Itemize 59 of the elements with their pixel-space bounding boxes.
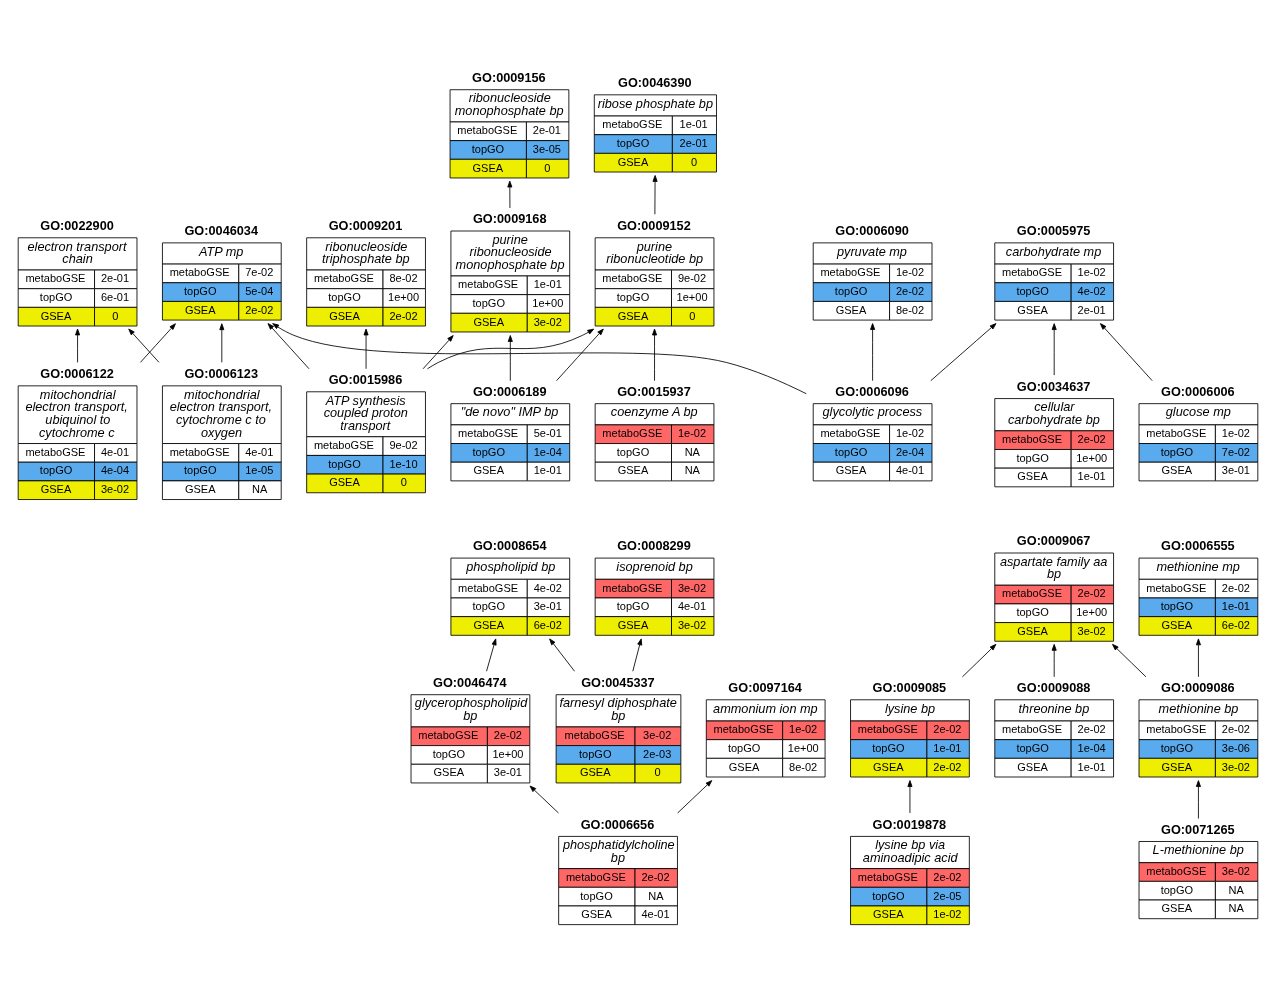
arrow bbox=[652, 328, 658, 381]
arrow bbox=[507, 180, 513, 208]
arrow bbox=[427, 328, 595, 369]
arrow bbox=[677, 779, 713, 813]
arrow bbox=[556, 328, 604, 381]
arrow bbox=[652, 174, 658, 215]
arrow bbox=[422, 334, 454, 369]
arrow bbox=[962, 643, 997, 677]
node-label: GO:0019878 bbox=[872, 816, 947, 832]
arrow bbox=[529, 785, 559, 813]
node-label: GO:0006006 bbox=[1161, 383, 1235, 399]
node-label: GO:0006090 bbox=[835, 222, 909, 238]
arrow bbox=[1195, 779, 1201, 819]
arrow bbox=[363, 328, 369, 369]
node-label: GO:0009085 bbox=[872, 679, 947, 695]
arrow bbox=[1099, 322, 1153, 381]
arrow bbox=[1051, 322, 1057, 376]
arrow bbox=[870, 322, 876, 381]
node-label: GO:0046474 bbox=[433, 674, 507, 690]
node-label: GO:0046390 bbox=[618, 74, 692, 90]
arrow bbox=[549, 637, 575, 672]
arrow bbox=[486, 637, 497, 672]
arrow bbox=[507, 334, 513, 381]
node-label: GO:0009201 bbox=[328, 217, 403, 233]
node-label: GO:0045337 bbox=[581, 674, 655, 690]
node-label: GO:0008299 bbox=[617, 537, 691, 553]
node-label: GO:0006656 bbox=[580, 816, 655, 832]
arrow bbox=[128, 328, 160, 363]
node-label: GO:0005975 bbox=[1016, 222, 1091, 238]
arrow bbox=[632, 637, 643, 672]
node-label: GO:0009152 bbox=[617, 217, 691, 233]
arrow bbox=[267, 322, 310, 369]
node-label: GO:0009168 bbox=[472, 210, 547, 226]
node-label: GO:0015986 bbox=[328, 371, 403, 387]
node-label: GO:0006189 bbox=[472, 383, 547, 399]
arrow bbox=[907, 779, 913, 813]
arrow bbox=[219, 322, 225, 363]
arrow bbox=[1051, 643, 1057, 677]
node-label: GO:0006122 bbox=[40, 365, 114, 381]
node-label: GO:0015937 bbox=[617, 383, 691, 399]
node-label: GO:0006555 bbox=[1161, 537, 1235, 553]
arrow bbox=[140, 322, 176, 363]
node-label: GO:0009156 bbox=[472, 69, 546, 85]
node-label: GO:0022900 bbox=[40, 217, 114, 233]
arrow bbox=[272, 322, 807, 394]
node-label: GO:0009088 bbox=[1016, 679, 1091, 695]
node-label: GO:0009067 bbox=[1016, 532, 1091, 548]
node-label: GO:0009086 bbox=[1161, 679, 1235, 695]
node-label: GO:0034637 bbox=[1016, 378, 1091, 394]
arrow bbox=[930, 322, 997, 381]
node-label: GO:0097164 bbox=[728, 679, 802, 695]
node-label: GO:0046034 bbox=[184, 222, 259, 238]
node-label: GO:0006096 bbox=[835, 383, 909, 399]
node-label: GO:0008654 bbox=[472, 537, 547, 553]
node-label: GO:0071265 bbox=[1161, 821, 1235, 837]
arrow bbox=[75, 328, 81, 363]
node-label: GO:0006123 bbox=[184, 365, 259, 381]
arrow bbox=[1195, 638, 1201, 677]
arrow bbox=[1112, 643, 1147, 677]
